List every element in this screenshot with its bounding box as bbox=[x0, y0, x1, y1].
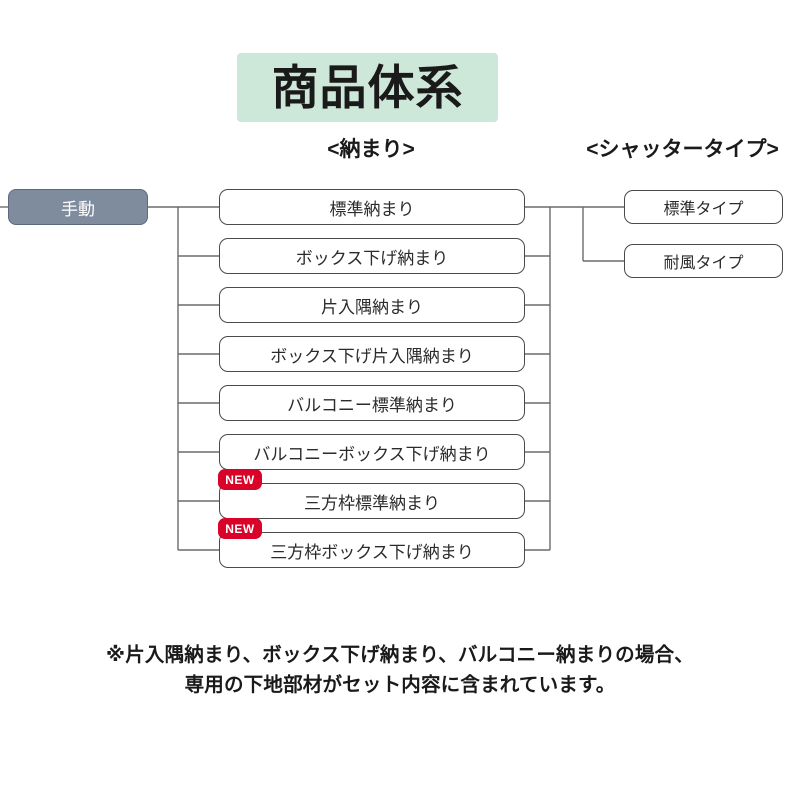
column-heading-shutter: <シャッタータイプ> bbox=[586, 138, 779, 161]
node-root-manual-label: 手動 bbox=[61, 199, 95, 219]
node-root-manual[interactable]: 手動 bbox=[8, 189, 148, 225]
new-badge-8: NEW bbox=[218, 518, 262, 539]
node-shutter-2[interactable]: 耐風タイプ bbox=[624, 244, 783, 278]
footnote-line-2: 専用の下地部材がセット内容に含まれています。 bbox=[184, 674, 616, 697]
node-osamari-3[interactable]: 片入隅納まり bbox=[219, 287, 525, 323]
node-osamari-1-label: 標準納まり bbox=[329, 199, 415, 219]
node-shutter-1-label: 標準タイプ bbox=[663, 201, 744, 218]
node-osamari-5[interactable]: バルコニー標準納まり bbox=[219, 385, 525, 421]
page-title-box: 商品体系 bbox=[237, 53, 498, 122]
node-osamari-7-label: 三方枠標準納まり bbox=[304, 493, 440, 513]
node-osamari-8-label: 三方枠ボックス下げ納まり bbox=[270, 542, 474, 562]
node-osamari-3-label: 片入隅納まり bbox=[321, 297, 423, 317]
node-osamari-2[interactable]: ボックス下げ納まり bbox=[219, 238, 525, 274]
new-badge-7: NEW bbox=[218, 469, 262, 490]
node-osamari-6[interactable]: バルコニーボックス下げ納まり bbox=[219, 434, 525, 470]
node-osamari-7[interactable]: 三方枠標準納まり bbox=[219, 483, 525, 519]
node-osamari-4[interactable]: ボックス下げ片入隅納まり bbox=[219, 336, 525, 372]
column-heading-osamari: <納まり> bbox=[327, 138, 415, 161]
footnote: ※片入隅納まり、ボックス下げ納まり、バルコニー納まりの場合、 専用の下地部材がセ… bbox=[0, 640, 800, 700]
node-shutter-2-label: 耐風タイプ bbox=[663, 255, 744, 272]
node-osamari-8[interactable]: 三方枠ボックス下げ納まり bbox=[219, 532, 525, 568]
page-title: 商品体系 bbox=[271, 61, 464, 114]
node-osamari-1[interactable]: 標準納まり bbox=[219, 189, 525, 225]
node-osamari-4-label: ボックス下げ片入隅納まり bbox=[270, 346, 474, 366]
node-osamari-5-label: バルコニー標準納まり bbox=[287, 395, 457, 415]
node-shutter-1[interactable]: 標準タイプ bbox=[624, 190, 783, 224]
node-osamari-2-label: ボックス下げ納まり bbox=[295, 248, 449, 268]
node-osamari-6-label: バルコニーボックス下げ納まり bbox=[253, 444, 491, 464]
footnote-line-1: ※片入隅納まり、ボックス下げ納まり、バルコニー納まりの場合、 bbox=[106, 644, 694, 666]
